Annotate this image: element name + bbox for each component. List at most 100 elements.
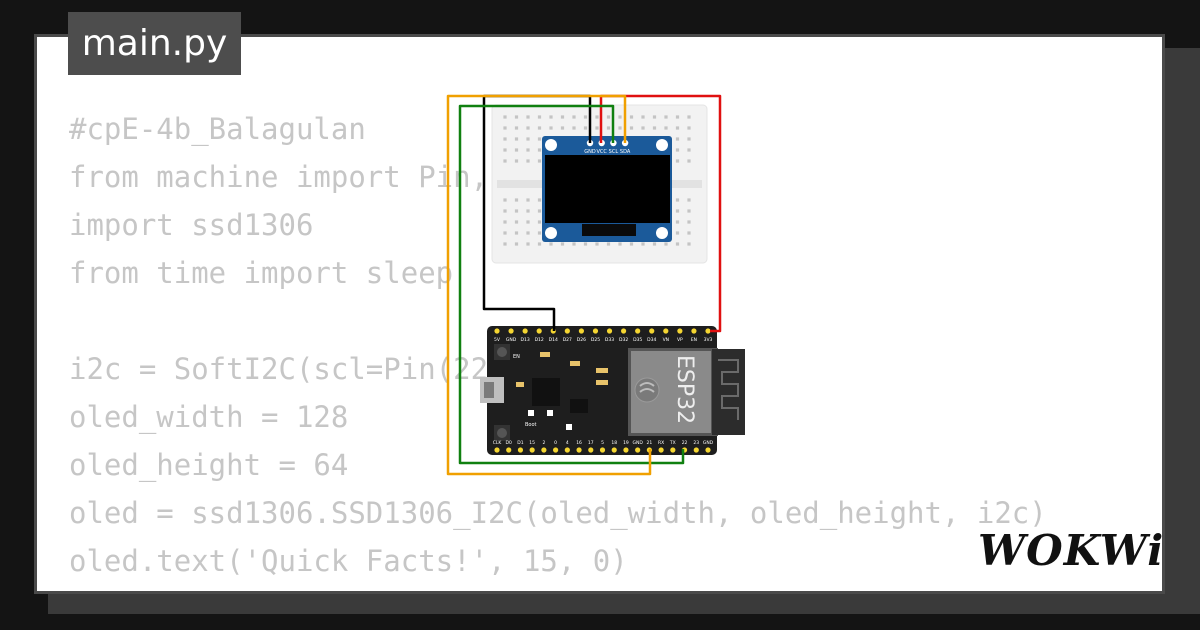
esp32-pin-label: 16 bbox=[576, 440, 582, 446]
breadboard-hole bbox=[687, 126, 691, 130]
esp32-pin-label: VP bbox=[677, 337, 683, 343]
breadboard-hole bbox=[537, 209, 542, 213]
esp32-pin-label: GND bbox=[506, 337, 517, 343]
breadboard-hole bbox=[514, 231, 519, 235]
esp32-pin-label: 5 bbox=[601, 440, 604, 446]
breadboard-hole bbox=[526, 137, 530, 141]
code-line: oled.text('Quick Facts!', 15, 0) bbox=[69, 544, 628, 578]
breadboard-hole bbox=[675, 198, 680, 202]
breadboard-hole bbox=[503, 115, 507, 119]
breadboard-hole bbox=[514, 242, 519, 246]
breadboard-hole bbox=[629, 115, 634, 119]
breadboard-hole bbox=[503, 231, 507, 235]
breadboard-hole bbox=[537, 220, 542, 224]
breadboard-hole bbox=[514, 126, 519, 130]
breadboard-hole bbox=[675, 242, 680, 246]
esp32-pin bbox=[564, 328, 570, 334]
breadboard-hole bbox=[664, 242, 668, 246]
breadboard-hole bbox=[526, 209, 530, 213]
esp32-pin-label: 3V3 bbox=[704, 337, 713, 343]
breadboard-hole bbox=[526, 126, 530, 130]
esp32-pin-label: D34 bbox=[647, 337, 656, 343]
breadboard-hole bbox=[526, 231, 530, 235]
code-line: #cpE-4b_Balagulan bbox=[69, 112, 366, 146]
breadboard-hole bbox=[687, 198, 691, 202]
wokwi-logo: WOKWi bbox=[978, 526, 1165, 575]
esp32-pin bbox=[670, 447, 676, 453]
breadboard-hole bbox=[675, 115, 680, 119]
en-button-label: EN bbox=[513, 354, 520, 360]
breadboard-hole bbox=[549, 126, 553, 130]
breadboard-hole bbox=[595, 115, 599, 119]
breadboard-hole bbox=[537, 137, 542, 141]
esp32-pin bbox=[576, 447, 582, 453]
esp32-pin-label: CLK bbox=[493, 440, 503, 446]
esp32-pin-label: D25 bbox=[591, 337, 600, 343]
breadboard-hole bbox=[537, 148, 542, 152]
esp32-pin-label: 2 bbox=[542, 440, 545, 446]
esp32-pin-label: 0 bbox=[554, 440, 557, 446]
esp32-pin-label: VN bbox=[663, 337, 669, 343]
oled-pin-label: VCC bbox=[596, 149, 607, 155]
file-tab[interactable]: main.py bbox=[68, 12, 241, 75]
breadboard-hole bbox=[675, 148, 680, 152]
esp32-pin-label: D14 bbox=[549, 337, 558, 343]
espressif-logo-icon bbox=[634, 377, 660, 403]
breadboard-hole bbox=[560, 242, 565, 246]
breadboard-hole bbox=[503, 126, 507, 130]
esp32-pin bbox=[494, 447, 500, 453]
esp32-pin bbox=[564, 447, 570, 453]
oled-pin-label: GND bbox=[584, 149, 596, 155]
esp32-pin-label: D1 bbox=[517, 440, 523, 446]
breadboard-hole bbox=[675, 126, 680, 130]
breadboard-hole bbox=[514, 220, 519, 224]
code-line: from time import sleep bbox=[69, 256, 454, 290]
breadboard-hole bbox=[560, 126, 565, 130]
breadboard-hole bbox=[687, 242, 691, 246]
breadboard-hole bbox=[537, 198, 542, 202]
breadboard-hole bbox=[503, 159, 507, 163]
esp32-pin-label: TX bbox=[669, 440, 676, 446]
esp32-pin bbox=[705, 447, 711, 453]
breadboard-hole bbox=[503, 209, 507, 213]
breadboard-hole bbox=[514, 148, 519, 152]
breadboard-hole bbox=[618, 115, 622, 119]
esp32-pin-label: 18 bbox=[611, 440, 617, 446]
esp32-pin bbox=[635, 447, 641, 453]
code-line: oled_height = 64 bbox=[69, 448, 349, 482]
esp32-pin bbox=[541, 447, 547, 453]
breadboard-hole bbox=[514, 137, 519, 141]
breadboard-hole bbox=[503, 148, 507, 152]
breadboard-hole bbox=[595, 126, 599, 130]
breadboard-hole bbox=[549, 115, 553, 119]
esp32-pin-label: D27 bbox=[563, 337, 572, 343]
breadboard-hole bbox=[514, 209, 519, 213]
esp32-pin bbox=[529, 447, 535, 453]
esp32-pin-label: RX bbox=[658, 440, 664, 446]
breadboard-hole bbox=[572, 242, 576, 246]
esp32-pin-label: D13 bbox=[521, 337, 530, 343]
esp32-pin bbox=[621, 328, 627, 334]
boot-button-label: Boot bbox=[525, 422, 537, 428]
esp32-pin-label: 23 bbox=[693, 440, 699, 446]
wire-sda bbox=[446, 94, 652, 476]
breadboard-hole bbox=[687, 159, 691, 163]
breadboard-hole bbox=[503, 137, 507, 141]
breadboard-hole bbox=[675, 231, 680, 235]
esp32-pin-label: D32 bbox=[619, 337, 628, 343]
esp32-pin bbox=[606, 328, 613, 334]
esp32-pin bbox=[649, 328, 655, 334]
breadboard-hole bbox=[537, 242, 542, 246]
breadboard-hole bbox=[664, 115, 668, 119]
esp32-pin-label: 15 bbox=[529, 440, 535, 446]
oled-screen bbox=[545, 155, 670, 223]
breadboard-hole bbox=[537, 159, 542, 163]
breadboard-hole bbox=[687, 115, 691, 119]
breadboard-hole bbox=[675, 209, 680, 213]
breadboard-hole bbox=[687, 137, 691, 141]
esp32-pin bbox=[623, 447, 629, 453]
esp32-pin-label: 22 bbox=[682, 440, 688, 446]
